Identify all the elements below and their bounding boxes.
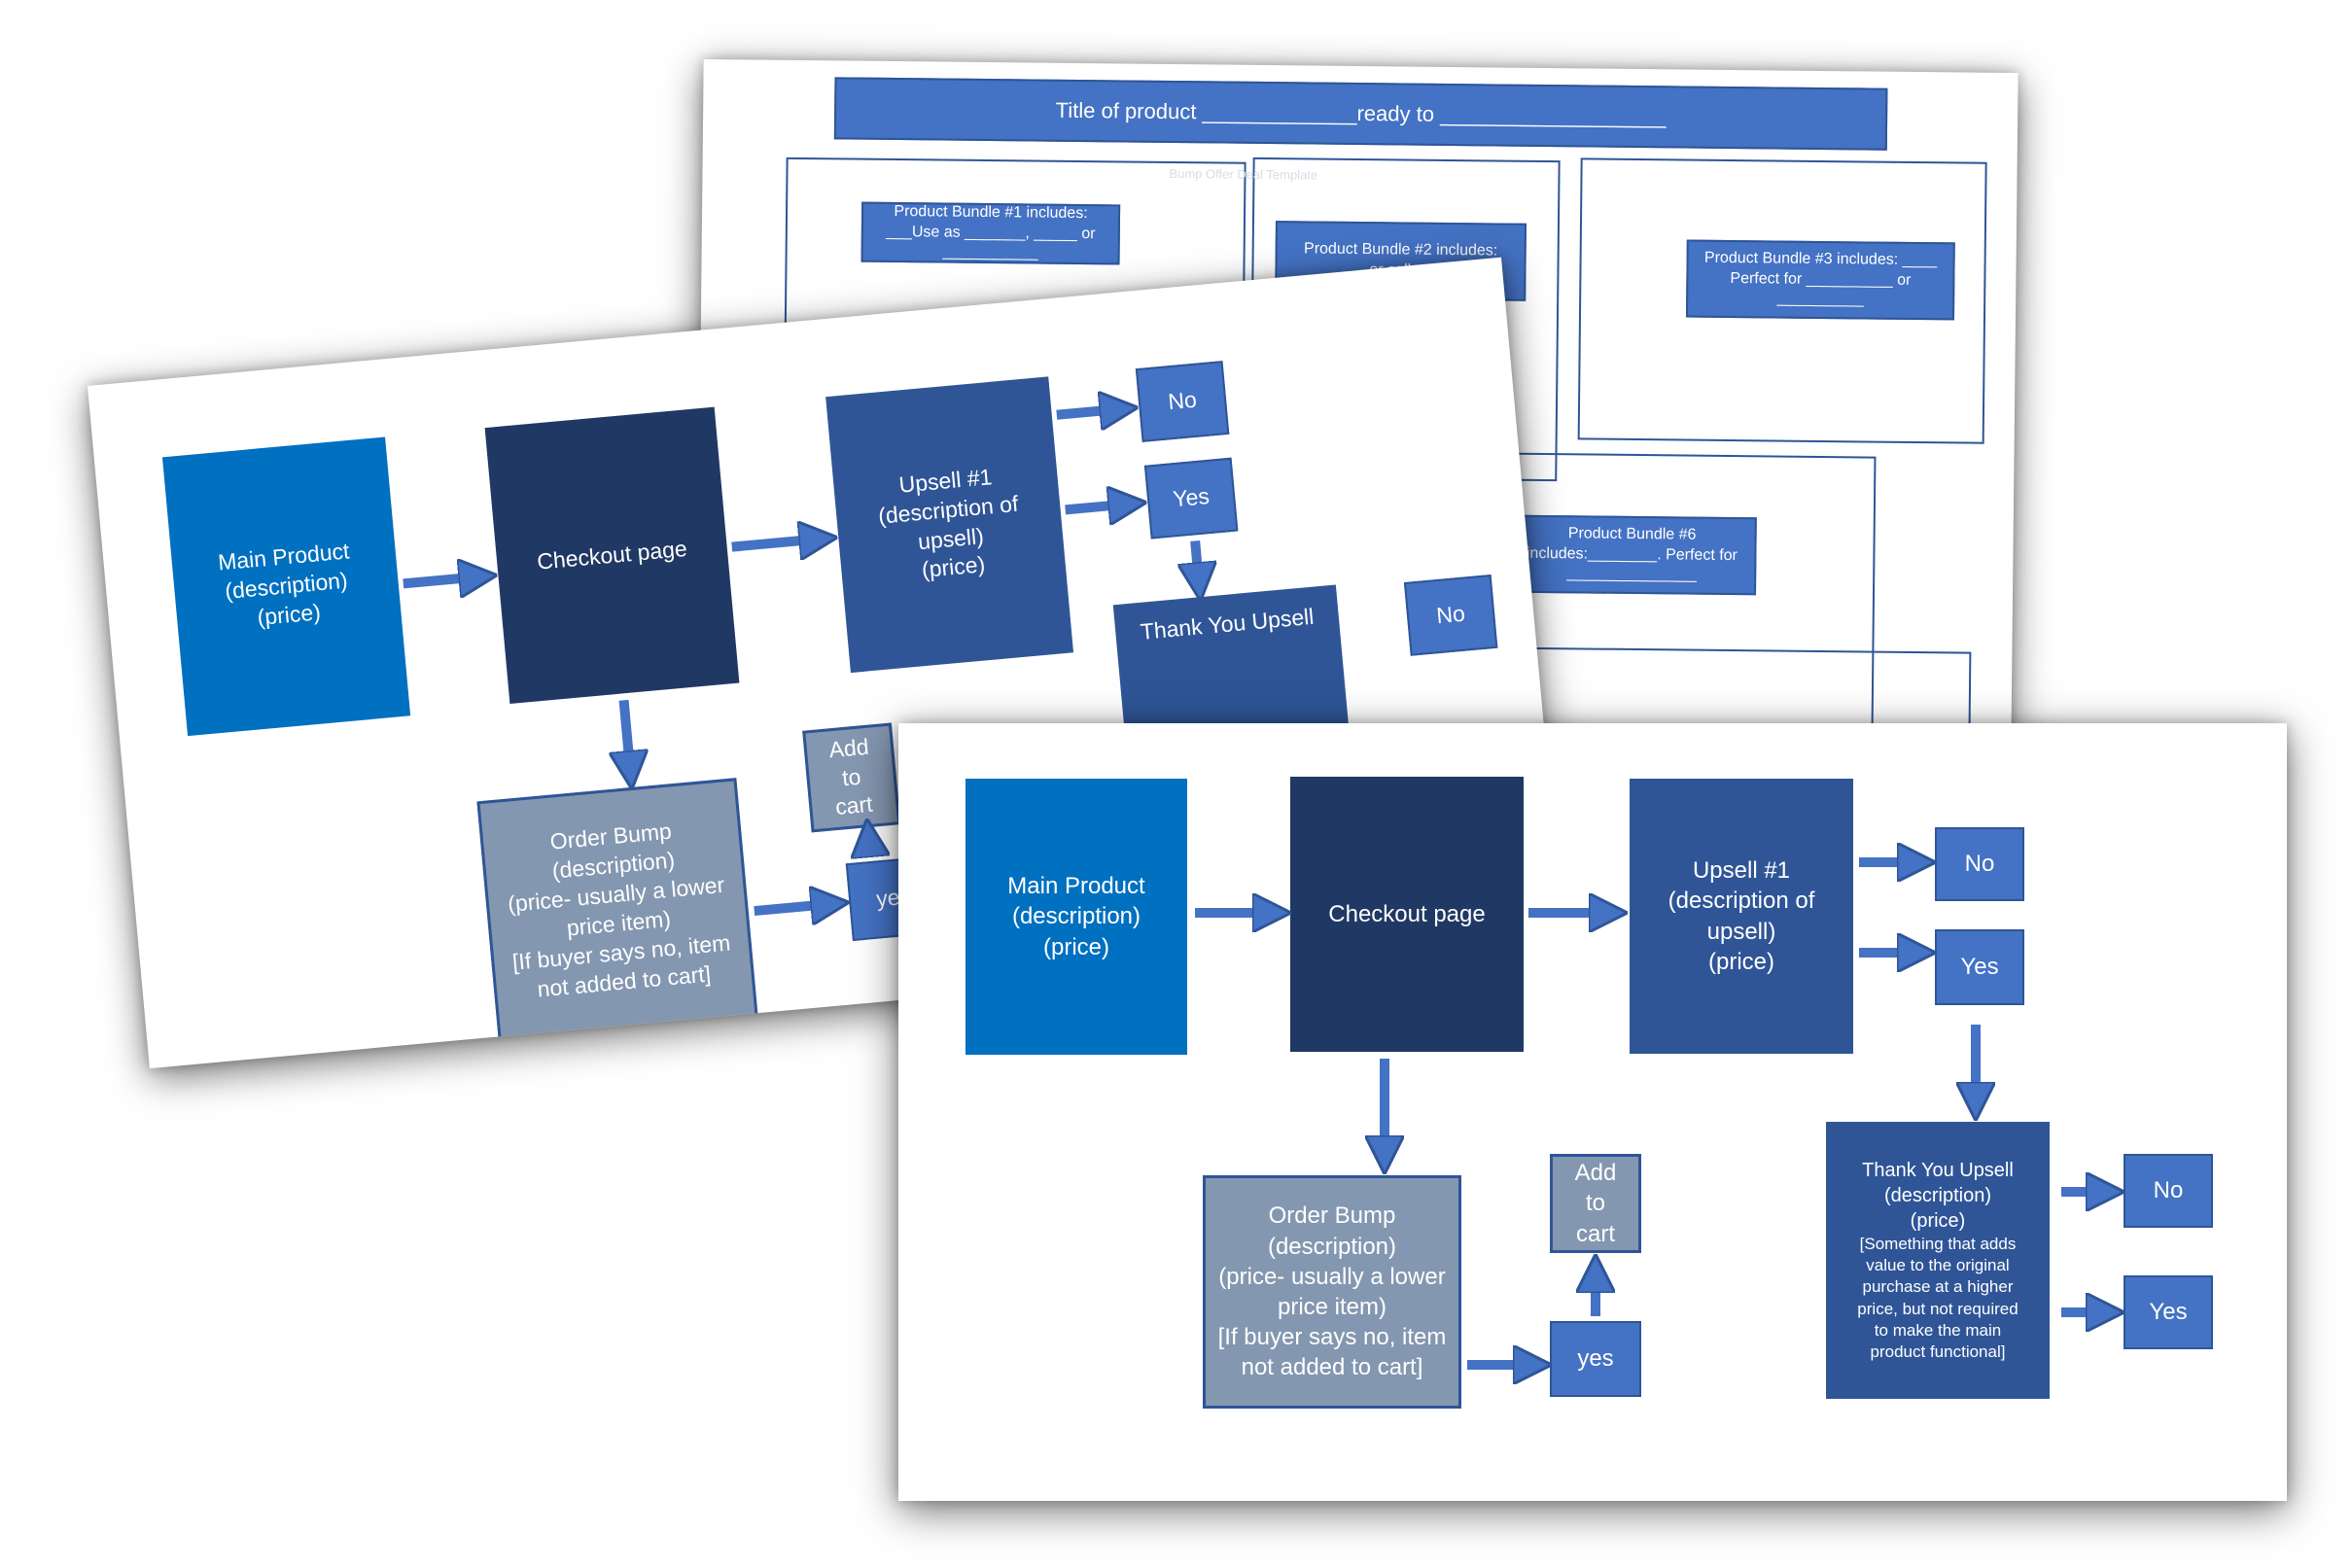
thank-you-yes-box: Yes <box>2124 1275 2213 1349</box>
upsell1-box: Upsell #1 (description of upsell) (price… <box>1630 779 1853 1054</box>
template-title: Title of product _____________ready to _… <box>1055 97 1667 129</box>
add-to-cart-box: Add to cart <box>1550 1154 1641 1253</box>
bump-yes-box: yes <box>1550 1321 1641 1397</box>
mid-arrow-upsell-no <box>1056 409 1115 414</box>
flow-slide-rotated: Main Product (description) (price) Check… <box>88 257 1563 1069</box>
front-arrows <box>1195 723 2287 1501</box>
template-faded-label: Bump Offer Deal Template <box>1169 165 1318 183</box>
mid-arrows <box>403 258 1563 1068</box>
mid-arrow-checkout-upsell <box>731 540 815 547</box>
bundle-3-box: Product Bundle #3 includes: ____ Perfect… <box>1685 239 1955 321</box>
mid-arrow-upsell-yes <box>1065 505 1124 509</box>
mid-arrow-bump-yes <box>754 904 826 911</box>
bundle-6-box: Product Bundle #6 includes:________. Per… <box>1507 514 1757 596</box>
thank-you-upsell-box: Thank You Upsell (description) (price) [… <box>1826 1122 2050 1399</box>
checkout-page-box: Checkout page <box>1290 777 1524 1052</box>
order-bump-box: Order Bump (description) (price- usually… <box>1203 1175 1461 1409</box>
template-title-bar: Title of product _____________ready to _… <box>833 77 1888 151</box>
mid-arrow-yes-thankyou <box>1195 540 1198 577</box>
upsell-no-box: No <box>1935 827 2024 901</box>
mid-arrow-main-checkout <box>403 577 474 584</box>
main-product-box: Main Product (description) (price) <box>965 779 1187 1055</box>
thank-you-no-box: No <box>2124 1154 2213 1228</box>
flow-slide-front: Main Product (description) (price) Check… <box>898 723 2287 1501</box>
mid-arrow-checkout-bump <box>624 699 630 766</box>
bundle-1-box: Product Bundle #1 includes: ___Use as __… <box>860 201 1121 265</box>
upsell-yes-box: Yes <box>1935 929 2024 1005</box>
mid-arrow-yes-cart <box>869 842 870 856</box>
